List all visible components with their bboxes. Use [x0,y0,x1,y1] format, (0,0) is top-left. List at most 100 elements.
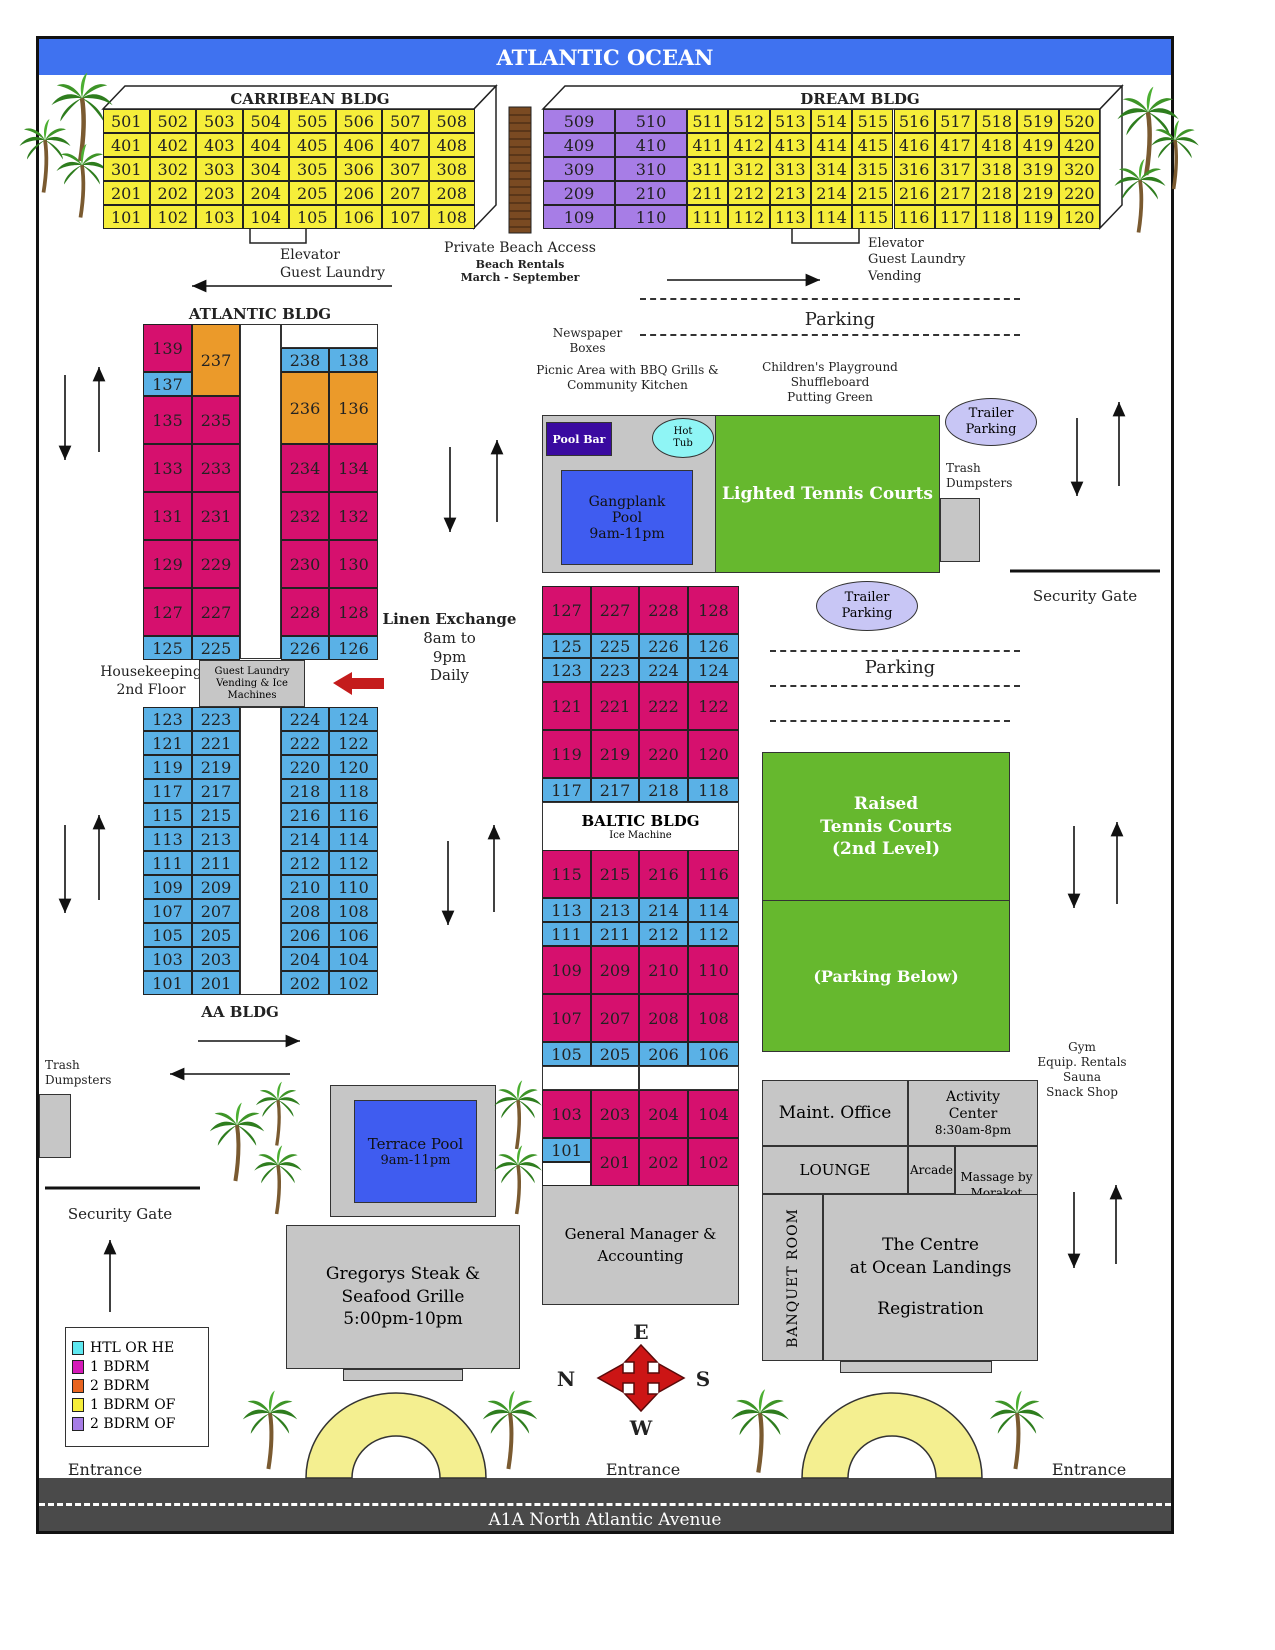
dream-unit-312: 312 [728,157,770,181]
atlantic-unit-138: 138 [329,348,378,372]
carribean-unit-101: 101 [103,205,150,229]
dream-unit-209: 209 [543,181,615,205]
dream-unit-409: 409 [543,133,615,157]
terrace-line1: Terrace Pool [367,1135,464,1153]
linen-line3: 9pm [432,647,467,666]
aa-unit-106: 106 [329,923,378,947]
baltic-unit-104: 104 [688,1090,739,1138]
carribean-unit-103: 103 [196,205,243,229]
dream-unit-115: 115 [852,205,894,229]
activity-line1: Activity [946,1089,1000,1105]
aa-unit-122: 122 [329,731,378,755]
arcade: Arcade [908,1146,955,1194]
atlantic-unit-125: 125 [143,636,192,660]
aa-unit-121: 121 [143,731,192,755]
aa-unit-220: 220 [281,755,329,779]
baltic-unit-124: 124 [688,658,739,682]
carribean-unit-504: 504 [242,109,289,133]
baltic-unit-125: 125 [542,634,591,658]
dream-unit-111: 111 [687,205,729,229]
lighted-tennis-label: Lighted Tennis Courts [722,484,933,504]
raised-line2: Tennis Courts [820,816,952,837]
baltic-unit-206: 206 [639,1042,688,1066]
aa-unit-112: 112 [329,851,378,875]
aa-unit-114: 114 [329,827,378,851]
baltic-unit-204: 204 [639,1090,688,1138]
entrance-right[interactable]: Entrance [1051,1460,1127,1479]
elevator-right-label: Elevator Guest Laundry Vending [868,236,988,285]
legend-swatch [72,1397,84,1412]
dream-unit-318: 318 [976,157,1018,181]
dream-unit-119: 119 [1017,205,1059,229]
parking-below-label: (Parking Below) [813,966,959,986]
entrance-mid[interactable]: Entrance [605,1460,681,1479]
legend-label: 1 BDRM OF [90,1396,176,1413]
aa-unit-123: 123 [143,707,192,731]
atlantic-unit-134: 134 [329,444,378,492]
atlantic-top-right-blank [281,324,378,348]
carribean-unit-106: 106 [335,205,382,229]
dream-unit-319: 319 [1017,157,1059,181]
legend-item: 2 BDRM OF [72,1414,208,1433]
elevator-left-line1: Elevator [280,247,340,263]
baltic-unit-115: 115 [542,850,591,898]
palm-tree-icon [1117,86,1179,176]
carribean-unit-502: 502 [149,109,196,133]
legend-swatch [72,1340,84,1355]
aa-unit-116: 116 [329,803,378,827]
linen-line2: 8am to [423,628,476,647]
baltic-unit-122: 122 [688,682,739,730]
road-center-line [39,1503,1171,1506]
legend-swatch [72,1359,84,1374]
baltic-unit-105: 105 [542,1042,591,1066]
parking-mid-label: Parking [864,657,936,678]
baltic-unit-220: 220 [639,730,688,778]
aa-unit-103: 103 [143,947,192,971]
dream-unit-519: 519 [1017,109,1059,133]
atlantic-unit-236: 236 [281,372,329,444]
baltic-unit-221: 221 [591,682,639,730]
baltic-unit-219: 219 [591,730,639,778]
baltic-unit-228: 228 [639,586,688,634]
aa-unit-201: 201 [192,971,240,995]
compass-west: W [629,1416,653,1440]
dream-unit-116: 116 [893,205,935,229]
trash-left-label: Trash Dumpsters [45,1058,125,1088]
compass-east: E [633,1320,649,1344]
parking-mid-line-2 [770,685,1020,687]
aa-unit-115: 115 [143,803,192,827]
atlantic-unit-233: 233 [192,444,240,492]
baltic-unit-216: 216 [639,850,688,898]
legend-label: 2 BDRM OF [90,1415,176,1432]
atlantic-unit-131: 131 [143,492,192,540]
aa-unit-219: 219 [192,755,240,779]
entrance-left[interactable]: Entrance [67,1460,143,1479]
legend-item: HTL OR HE [72,1338,208,1357]
atlantic-unit-227: 227 [192,588,240,636]
dream-unit-419: 419 [1017,133,1059,157]
trailer-parking-top-line2: Parking [965,422,1017,437]
carribean-unit-406: 406 [335,133,382,157]
aa-unit-224: 224 [281,707,329,731]
legend-item: 2 BDRM [72,1376,208,1395]
dream-unit-213: 213 [769,181,811,205]
dream-unit-215: 215 [852,181,894,205]
baltic-blank-cell [542,1162,591,1186]
dream-unit-113: 113 [769,205,811,229]
activity-line2: Center [948,1105,998,1122]
baltic-unit-114: 114 [688,898,739,922]
gangplank-pool: Gangplank Pool 9am-11pm [561,470,693,565]
carribean-unit-408: 408 [428,133,475,157]
playground-line2: Shuffleboard [790,375,870,389]
baltic-unit-118: 118 [688,778,739,802]
legend-swatch [72,1416,84,1431]
aa-unit-223: 223 [192,707,240,731]
palm-tree-icon [482,1390,538,1470]
pool-bar: Pool Bar [546,422,612,456]
aa-unit-120: 120 [329,755,378,779]
carribean-unit-205: 205 [289,181,336,205]
atlantic-unit-235: 235 [192,396,240,444]
housekeeping-line1: Housekeeping [100,664,202,680]
trash-dumpster-left [39,1094,71,1158]
